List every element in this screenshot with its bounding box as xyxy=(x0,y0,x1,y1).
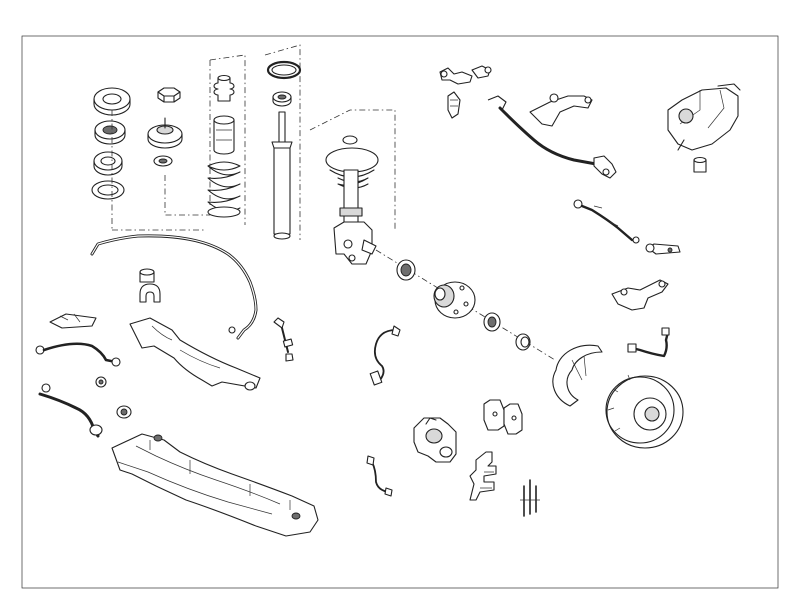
splash-shield[interactable] xyxy=(552,344,603,407)
top-mount-ring-1[interactable] xyxy=(93,87,131,116)
steering-mount-bushing[interactable] xyxy=(116,405,132,419)
center-link[interactable] xyxy=(487,95,617,179)
brake-clips[interactable] xyxy=(520,479,540,517)
assembly-guide-line-3 xyxy=(209,54,246,225)
wheel-bearing[interactable] xyxy=(396,259,416,281)
abs-sensor[interactable] xyxy=(369,325,401,386)
pitman-arm[interactable] xyxy=(611,279,669,311)
steering-mount-bushing[interactable] xyxy=(693,156,707,173)
brake-caliper[interactable] xyxy=(413,417,457,463)
subframe[interactable] xyxy=(111,433,319,537)
top-mount-ring-4[interactable] xyxy=(91,180,125,200)
wheel-hub[interactable] xyxy=(433,281,476,319)
tension-strut[interactable] xyxy=(35,342,121,367)
assembly-guide-line-2 xyxy=(164,175,210,216)
shock-bushing[interactable] xyxy=(272,91,292,107)
stabilizer-link[interactable] xyxy=(273,317,294,362)
control-arm-bushing[interactable] xyxy=(95,376,107,388)
top-mount-ring-2[interactable] xyxy=(94,120,126,145)
strut-nut[interactable] xyxy=(157,87,181,103)
strut-bearing-washer[interactable] xyxy=(153,155,173,167)
assembly-guide-line-1 xyxy=(111,110,205,231)
tie-rod[interactable] xyxy=(573,199,640,244)
shock-absorber[interactable] xyxy=(271,111,293,240)
stabilizer-bushing[interactable] xyxy=(139,268,155,283)
tie-rod-end[interactable] xyxy=(645,243,681,255)
assembly-guide-line-5 xyxy=(309,109,396,230)
stabilizer-clamp[interactable] xyxy=(139,283,161,303)
coil-spring[interactable] xyxy=(207,161,241,218)
brake-disc[interactable] xyxy=(605,374,684,449)
tie-rod-end[interactable] xyxy=(439,65,492,85)
pad-wear-sensor[interactable] xyxy=(366,455,393,497)
top-mount-ring-3[interactable] xyxy=(93,151,123,176)
strut-top-mount[interactable] xyxy=(147,117,183,149)
strut-assembly[interactable] xyxy=(325,135,379,265)
track-control-arm[interactable] xyxy=(129,317,261,391)
hub-nut[interactable] xyxy=(483,312,501,332)
control-arm-lower[interactable] xyxy=(38,383,103,438)
caliper-bracket[interactable] xyxy=(469,451,497,501)
brake-hose[interactable] xyxy=(627,327,670,358)
assembly-guide-line-4 xyxy=(264,44,301,240)
grease-cap[interactable] xyxy=(515,333,531,351)
control-arm-upper[interactable] xyxy=(49,313,97,329)
diagram-frame xyxy=(21,35,779,589)
dust-boot[interactable] xyxy=(213,115,235,155)
idler-arm[interactable] xyxy=(529,93,593,127)
bump-stop[interactable] xyxy=(213,74,235,102)
stabilizer-bar[interactable] xyxy=(90,234,258,340)
snap-ring[interactable] xyxy=(266,60,302,80)
steering-gear-box[interactable] xyxy=(667,83,741,151)
brake-pads[interactable] xyxy=(483,399,523,435)
tie-rod[interactable] xyxy=(447,91,461,119)
